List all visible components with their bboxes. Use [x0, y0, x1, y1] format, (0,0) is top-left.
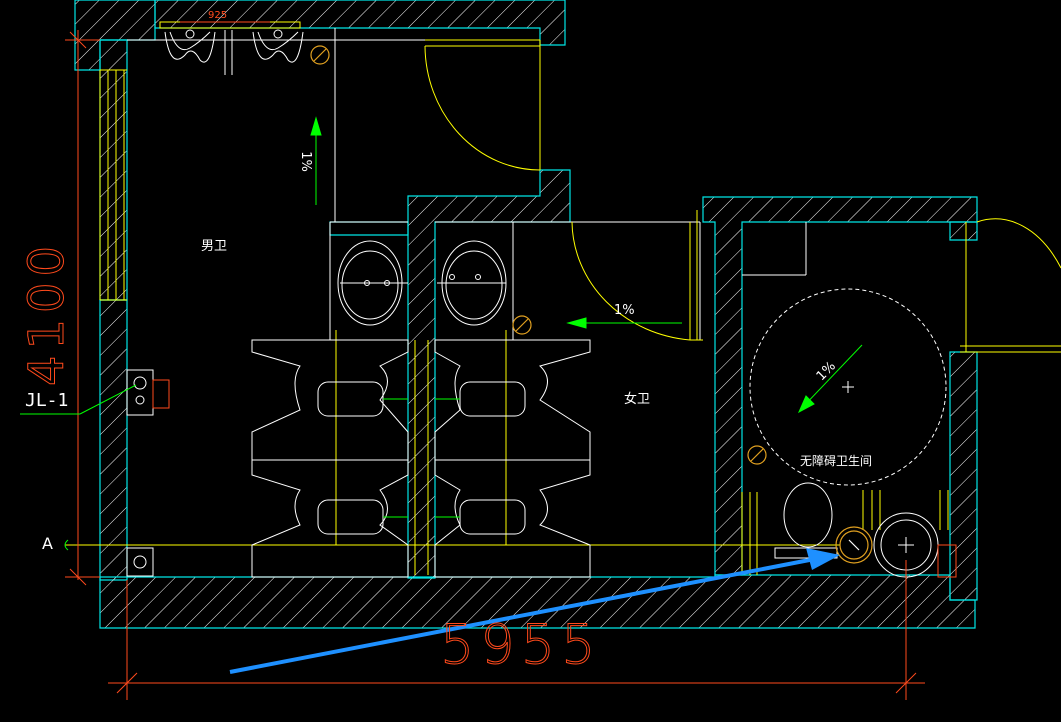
interior-lines — [127, 28, 807, 340]
pointer-arrow — [229, 548, 840, 674]
wall-partition-top — [329, 221, 409, 236]
walls — [74, 0, 978, 629]
annotations — [20, 116, 863, 551]
slope-label-mens: 1% — [297, 151, 313, 172]
wall-accessible-top — [702, 196, 978, 576]
wall-corridor-right — [407, 169, 571, 579]
pipe-risers — [126, 369, 957, 578]
urinal-spacing-dimension: 925 — [208, 10, 228, 21]
floor-guides — [65, 330, 949, 575]
overall-height-dimension: 4100 — [19, 239, 76, 387]
urinals — [164, 29, 304, 75]
doors — [159, 21, 1061, 341]
slope-label-womens: 1% — [614, 303, 635, 318]
right-window — [960, 222, 1061, 353]
accessible-fixtures — [749, 288, 947, 578]
toilet-stalls — [251, 339, 591, 578]
room-label-womens: 女卫 — [624, 392, 651, 407]
pipe-tag-label: JL-1 — [25, 390, 69, 411]
overall-width-dimension: 5955 — [439, 613, 602, 676]
wall-accessible-right-top — [949, 221, 978, 241]
wall-left — [99, 39, 128, 301]
drains — [310, 45, 873, 564]
dimension-lines — [65, 21, 925, 700]
room-label-accessible: 无障碍卫生间 — [800, 454, 873, 468]
wall-accessible-right — [949, 351, 978, 601]
left-window — [99, 69, 127, 301]
grid-axis-label: A — [42, 534, 53, 553]
sinks — [337, 240, 507, 326]
room-label-mens: 男卫 — [201, 239, 228, 254]
wall-left-lower — [99, 299, 128, 581]
